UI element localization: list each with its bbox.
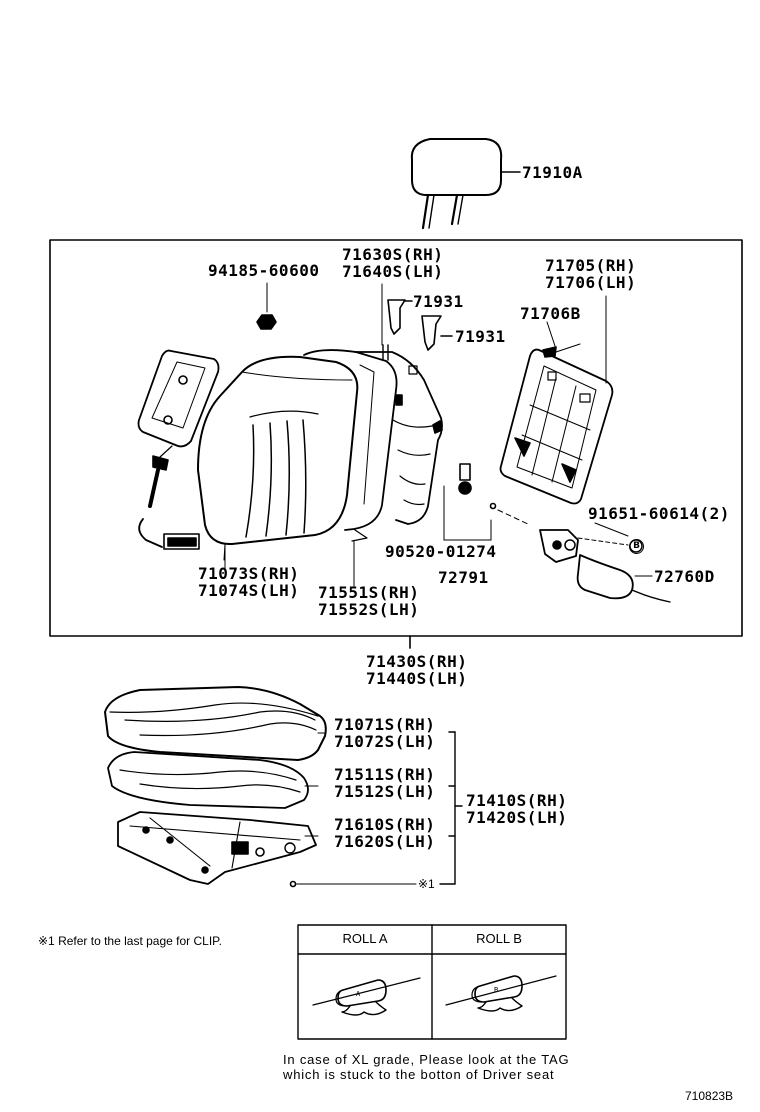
label-cover-back-rh: 71630S(RH) bbox=[342, 245, 444, 264]
nut-illustration bbox=[256, 282, 277, 330]
label-screw: 91651-60614(2) bbox=[588, 504, 730, 523]
roll-b-header: ROLL B bbox=[476, 931, 522, 946]
marker-b: B bbox=[629, 539, 644, 554]
label-board-lh: 71706(LH) bbox=[545, 273, 637, 292]
label-headrest: 71910A bbox=[522, 163, 583, 182]
label-nut: 94185-60600 bbox=[208, 261, 320, 280]
diagram-id: 710823B bbox=[685, 1089, 734, 1103]
label-cushion-cover-rh: 71071S(RH) bbox=[334, 715, 436, 734]
seatback-group-frame bbox=[49, 239, 743, 637]
recliner-knob-illustration bbox=[497, 509, 671, 603]
cushion-frame-illustration bbox=[117, 811, 319, 885]
clip-note: ※1 Refer to the last page for CLIP. bbox=[38, 934, 222, 948]
roll-table: A B bbox=[297, 924, 567, 1040]
cushion-cover-illustration bbox=[104, 686, 327, 761]
seatback-pad-illustration bbox=[303, 349, 398, 542]
label-frame-back-rh: 71073S(RH) bbox=[198, 564, 300, 583]
roll-a-header: ROLL A bbox=[342, 931, 388, 946]
label-cushion-pad-lh: 71512S(LH) bbox=[334, 782, 436, 801]
label-board-b: 71706B bbox=[520, 304, 581, 323]
svg-text:A: A bbox=[356, 990, 361, 998]
tag-note-line-1: In case of XL grade, Please look at the … bbox=[283, 1052, 570, 1067]
svg-text:B: B bbox=[494, 986, 498, 994]
roll-b-illustration: B bbox=[445, 975, 557, 1012]
label-clip-2: 71931 bbox=[455, 327, 506, 346]
label-cushion-pad-rh: 71511S(RH) bbox=[334, 765, 436, 784]
headrest-illustration bbox=[410, 138, 521, 230]
cushion-pad-illustration bbox=[107, 751, 319, 809]
clip-reference-label: ※1 bbox=[418, 877, 435, 891]
label-assy-back-rh: 71430S(RH) bbox=[366, 652, 468, 671]
label-cushion-cover-lh: 71072S(LH) bbox=[334, 732, 436, 751]
leader-lines bbox=[224, 283, 653, 587]
side-cover-illustration bbox=[137, 349, 220, 550]
label-bolt: 90520-01274 bbox=[385, 542, 497, 561]
seatback-cover-illustration bbox=[197, 355, 359, 561]
label-frame-back-lh: 71074S(LH) bbox=[198, 581, 300, 600]
seatback-frame-illustration bbox=[354, 344, 443, 525]
tag-note-line-2: which is stuck to the botton of Driver s… bbox=[283, 1067, 555, 1082]
label-board-rh: 71705(RH) bbox=[545, 256, 637, 275]
label-assy-back-lh: 71440S(LH) bbox=[366, 669, 468, 688]
clip-reference-mark bbox=[289, 880, 417, 888]
label-pad-back-lh: 71552S(LH) bbox=[318, 600, 420, 619]
label-cushion-assy-rh: 71410S(RH) bbox=[466, 791, 568, 810]
bolt-illustration bbox=[443, 463, 497, 541]
label-clip-1: 71931 bbox=[413, 292, 464, 311]
label-cushion-assy-lh: 71420S(LH) bbox=[466, 808, 568, 827]
roll-a-illustration: A bbox=[312, 977, 421, 1016]
label-72791: 72791 bbox=[438, 568, 489, 587]
back-board-illustration bbox=[499, 295, 614, 505]
label-cover-back-lh: 71640S(LH) bbox=[342, 262, 444, 281]
label-pad-back-rh: 71551S(RH) bbox=[318, 583, 420, 602]
label-recliner-knob: 72760D bbox=[654, 567, 715, 586]
label-cushion-frame-lh: 71620S(LH) bbox=[334, 832, 436, 851]
cushion-assy-bracket bbox=[439, 731, 463, 885]
clip-illustration bbox=[387, 299, 453, 351]
label-cushion-frame-rh: 71610S(RH) bbox=[334, 815, 436, 834]
